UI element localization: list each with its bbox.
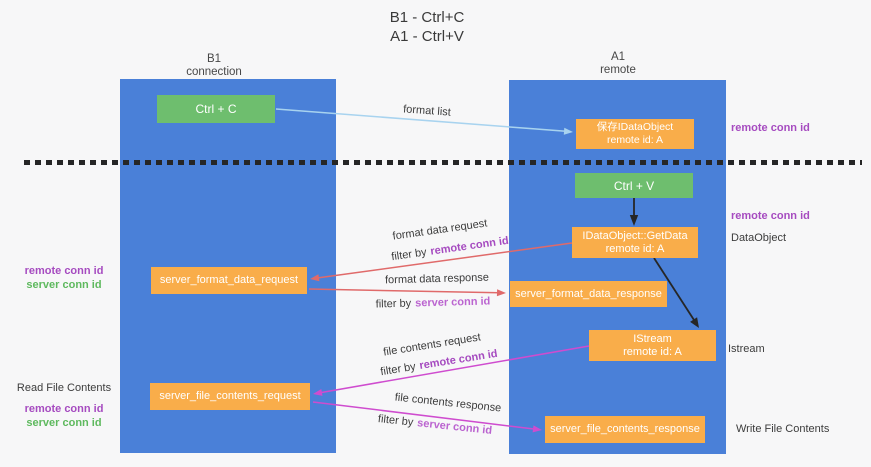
server-format-data-request-box: server_format_data_request [151, 267, 307, 294]
left-conn-id-stack-top: remote conn id server conn id [14, 264, 114, 292]
lane-a1-role: remote [600, 63, 636, 76]
filter-by-prefix: filter by [377, 413, 414, 429]
getdata-line2: remote id: A [605, 242, 665, 255]
file-contents-response-label: file contents response [394, 391, 502, 415]
server-file-contents-response-label: server_file_contents_response [550, 423, 700, 435]
server-file-contents-request-box: server_file_contents_request [150, 383, 310, 410]
read-file-contents-annotation: Read File Contents [16, 382, 112, 394]
filter-by-prefix: filter by [375, 297, 412, 311]
getdata-line1: IDataObject::GetData [582, 229, 688, 242]
remote-conn-id-annotation-mid: remote conn id [731, 210, 810, 222]
filter-by-value: server conn id [416, 417, 493, 437]
dataobject-annotation: DataObject [731, 232, 787, 244]
arrowhead-format-data-response [496, 289, 506, 297]
save-idataobject-line1: 保存IDataObject [596, 121, 674, 133]
server-file-contents-request-label: server_file_contents_request [159, 390, 301, 402]
server-format-data-response-box: server_format_data_response [510, 281, 667, 307]
read-file-contents-stack: Read File Contents remote conn id server… [10, 381, 118, 430]
save-idataobject-box: 保存IDataObject remote id: A [576, 119, 694, 149]
server-conn-id-left-top: server conn id [26, 279, 102, 291]
lane-a1-name: A1 [610, 51, 626, 63]
istream-annotation: Istream [728, 343, 765, 355]
ctrl-v-label: Ctrl + V [613, 178, 655, 193]
idataobject-getdata-box: IDataObject::GetData remote id: A [572, 227, 698, 258]
istream-line2: remote id: A [623, 345, 682, 358]
lane-header-b1: B1 connection [164, 53, 264, 78]
lane-b1-name: B1 [206, 53, 222, 65]
server-conn-id-left-bottom: server conn id [26, 417, 102, 429]
lane-header-a1: A1 remote [568, 51, 668, 76]
filter-by-prefix: filter by [390, 246, 428, 264]
istream-line1: IStream [633, 332, 672, 345]
ctrl-c-box: Ctrl + C [157, 95, 275, 123]
ctrl-v-box: Ctrl + V [575, 173, 693, 198]
lane-b1-role: connection [186, 65, 242, 78]
dashed-divider [24, 160, 862, 165]
format-data-response-label: format data response [384, 271, 490, 287]
filter-by-prefix: filter by [379, 360, 417, 379]
save-idataobject-line2: remote id: A [606, 134, 664, 146]
remote-conn-id-left-bottom: remote conn id [24, 403, 104, 415]
server-format-data-response-label: server_format_data_response [515, 287, 662, 300]
remote-conn-id-annotation-top: remote conn id [731, 122, 810, 134]
filter-by-value: remote conn id [418, 347, 499, 373]
arrow-format-data-response [308, 288, 500, 294]
diagram-title: B1 - Ctrl+C A1 - Ctrl+V [297, 8, 557, 46]
title-line-b1: B1 - Ctrl+C [389, 9, 465, 26]
istream-box: IStream remote id: A [589, 330, 716, 361]
write-file-contents-annotation: Write File Contents [736, 423, 830, 435]
filter-by-value: server conn id [414, 295, 491, 310]
remote-conn-id-left-top: remote conn id [24, 265, 104, 277]
server-file-contents-response-box: server_file_contents_response [545, 416, 705, 443]
filter-by-value: remote conn id [429, 234, 510, 258]
title-line-a1: A1 - Ctrl+V [390, 28, 464, 45]
format-list-label: format list [402, 103, 452, 119]
ctrl-c-label: Ctrl + C [195, 102, 237, 116]
server-format-data-request-label: server_format_data_request [159, 274, 299, 286]
